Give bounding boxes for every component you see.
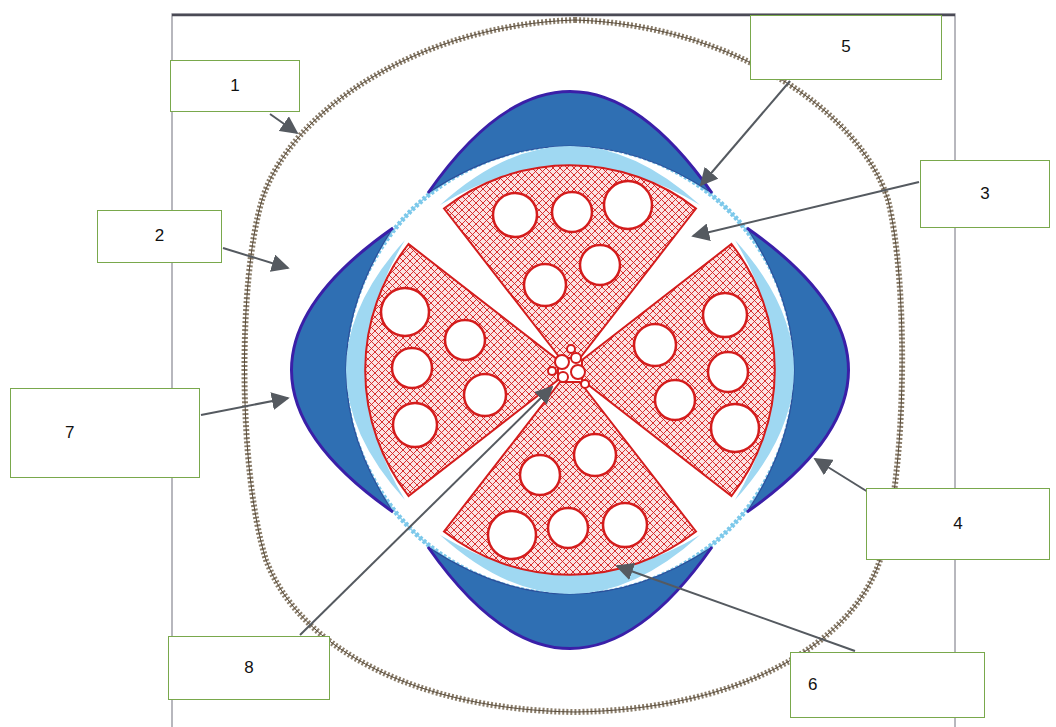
callout-number: 4 (953, 514, 962, 534)
vascular-quadrant (292, 228, 559, 512)
callout-box: 1 (170, 60, 300, 112)
callout-box: 5 (750, 15, 942, 80)
callout-box: 8 (168, 636, 330, 700)
protoxylem (558, 372, 568, 382)
leader-line (300, 387, 552, 635)
callout-number: 8 (244, 658, 253, 678)
callout-number: 7 (65, 423, 74, 443)
epidermis-edge (244, 20, 902, 712)
callout-box: 7 (10, 388, 200, 478)
callout-box: 2 (97, 210, 222, 263)
leader-line (201, 398, 288, 415)
leader-line (223, 248, 288, 268)
leader-line (270, 114, 297, 133)
leader-line (815, 459, 868, 492)
callout-number: 1 (230, 76, 239, 96)
protoxylem (548, 367, 556, 375)
callout-box: 3 (920, 160, 1050, 228)
callout-number: 5 (841, 37, 850, 57)
callout-number: 2 (155, 226, 164, 246)
protoxylem (581, 380, 589, 388)
leader-line (693, 182, 919, 236)
callout-box: 4 (866, 488, 1050, 560)
protoxylem (571, 353, 581, 363)
callout-number: 6 (808, 675, 817, 695)
protoxylem (567, 345, 575, 353)
picture-frame (172, 14, 955, 727)
epidermis (244, 20, 902, 712)
leader-line (617, 566, 855, 651)
callout-number: 3 (980, 184, 989, 204)
callout-box: 6 (790, 652, 985, 718)
protoxylem (555, 355, 569, 369)
leader-line (701, 81, 790, 185)
protoxylem (571, 365, 585, 379)
